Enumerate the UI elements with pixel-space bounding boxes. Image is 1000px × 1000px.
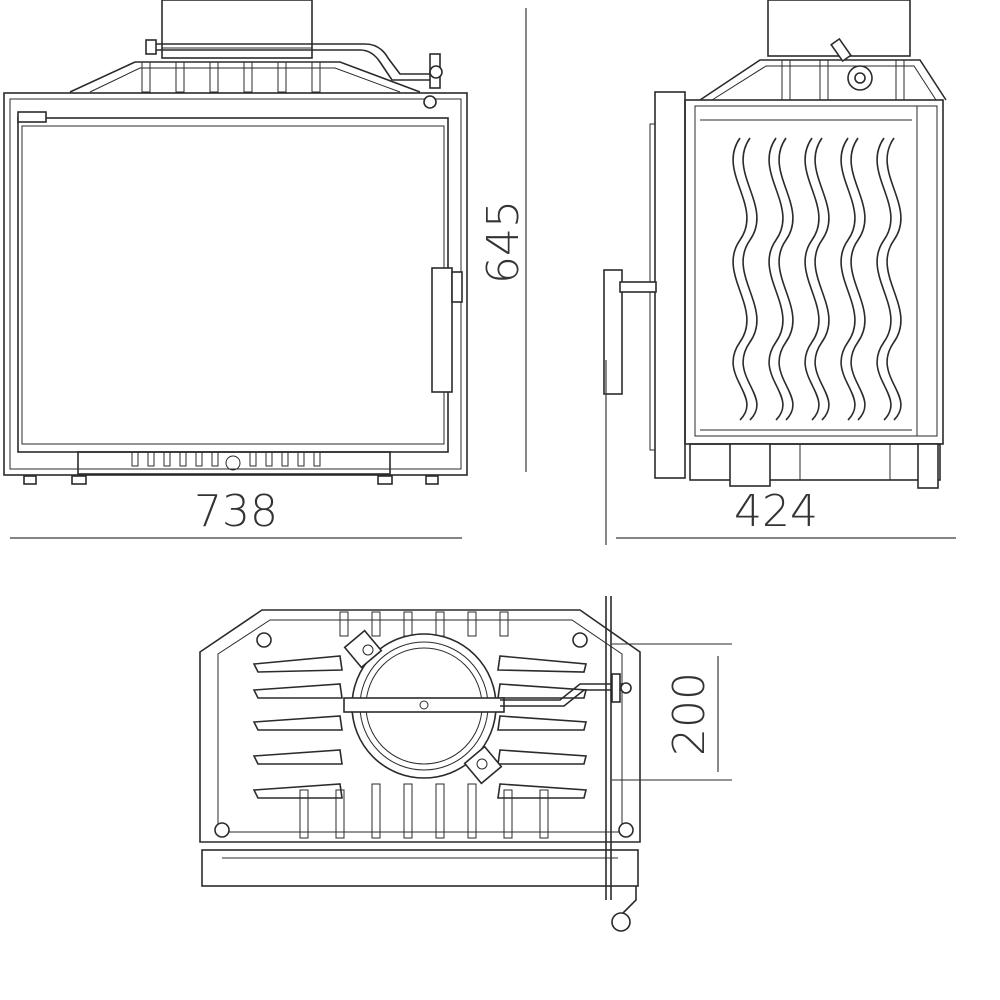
dim-flue-label: 200 [664, 672, 715, 756]
front-view [3, 0, 468, 485]
dim-height-label: 645 [478, 200, 529, 284]
dim-width: 738 [10, 486, 462, 539]
top-view [199, 596, 732, 932]
dim-height: 645 [478, 8, 529, 472]
bottom-vents [131, 451, 321, 471]
dim-flue: 200 [664, 656, 719, 772]
dim-depth: 424 [605, 360, 956, 545]
dim-depth-label: 424 [734, 486, 818, 537]
right-fins [497, 655, 588, 799]
dim-width-label: 738 [194, 486, 278, 537]
left-fins [252, 655, 343, 799]
side-view [603, 0, 947, 489]
wavy-fins [732, 137, 902, 421]
top-fins [141, 61, 321, 93]
